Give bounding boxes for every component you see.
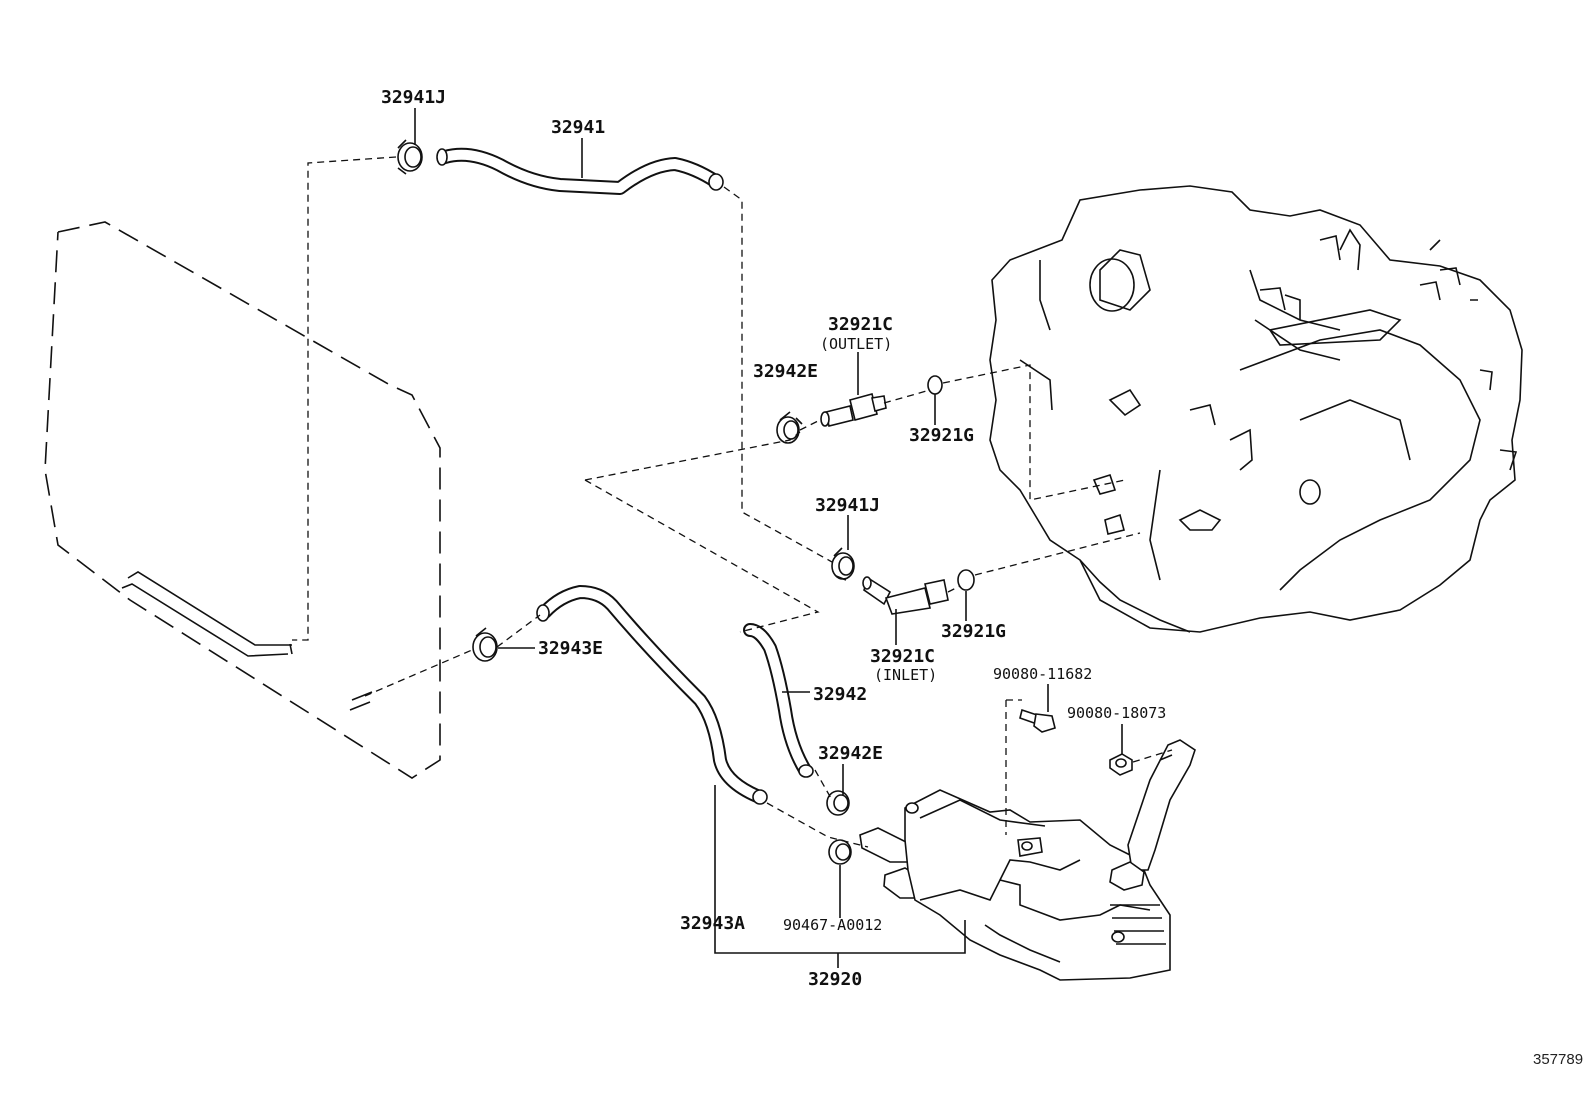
hose-32942	[743, 623, 814, 778]
label-32921G-top: 32921G	[909, 425, 974, 446]
label-90467-A0012: 90467-A0012	[783, 916, 882, 934]
label-32941J-top: 32941J	[381, 87, 446, 108]
label-32920: 32920	[808, 969, 862, 990]
clamp-90467-A0012	[828, 839, 852, 865]
clamp-32942E-top	[776, 411, 803, 444]
oil-cooler-32920	[859, 739, 1196, 981]
clamp-32941J-mid	[831, 547, 855, 581]
oring-32921G-bottom	[957, 569, 975, 591]
hose-32941	[436, 147, 724, 195]
label-32941: 32941	[551, 117, 605, 138]
radiator-outline	[44, 221, 441, 779]
label-32942: 32942	[813, 684, 867, 705]
reference-number: 357789	[1533, 1051, 1583, 1068]
bolt-90080-11682	[1019, 708, 1056, 733]
bolt-90080-18073	[1109, 753, 1133, 776]
clamp-32943E	[472, 627, 498, 662]
label-32921C-inlet: 32921C	[870, 646, 935, 667]
union-32921C-inlet	[862, 576, 949, 615]
label-90080-18073: 90080-18073	[1067, 704, 1166, 722]
label-32921G-bottom: 32921G	[941, 621, 1006, 642]
label-32941J-mid: 32941J	[815, 495, 880, 516]
label-32942E-top: 32942E	[753, 361, 818, 382]
union-32921C-outlet	[820, 393, 887, 427]
label-32943A: 32943A	[680, 913, 745, 934]
label-outlet-note: (OUTLET)	[820, 335, 892, 353]
label-90080-11682: 90080-11682	[993, 665, 1092, 683]
hose-32943A	[536, 585, 768, 805]
label-inlet-note: (INLET)	[874, 666, 937, 684]
oring-32921G-top	[927, 375, 943, 395]
label-32943E: 32943E	[538, 638, 603, 659]
clamp-32941J-top	[397, 139, 423, 175]
label-32942E-bottom: 32942E	[818, 743, 883, 764]
leader-lines	[414, 108, 1123, 968]
clamp-32942E-bottom	[826, 790, 850, 816]
connection-lines	[292, 156, 1173, 848]
label-32921C-outlet: 32921C	[828, 314, 893, 335]
transaxle-housing	[989, 185, 1523, 633]
